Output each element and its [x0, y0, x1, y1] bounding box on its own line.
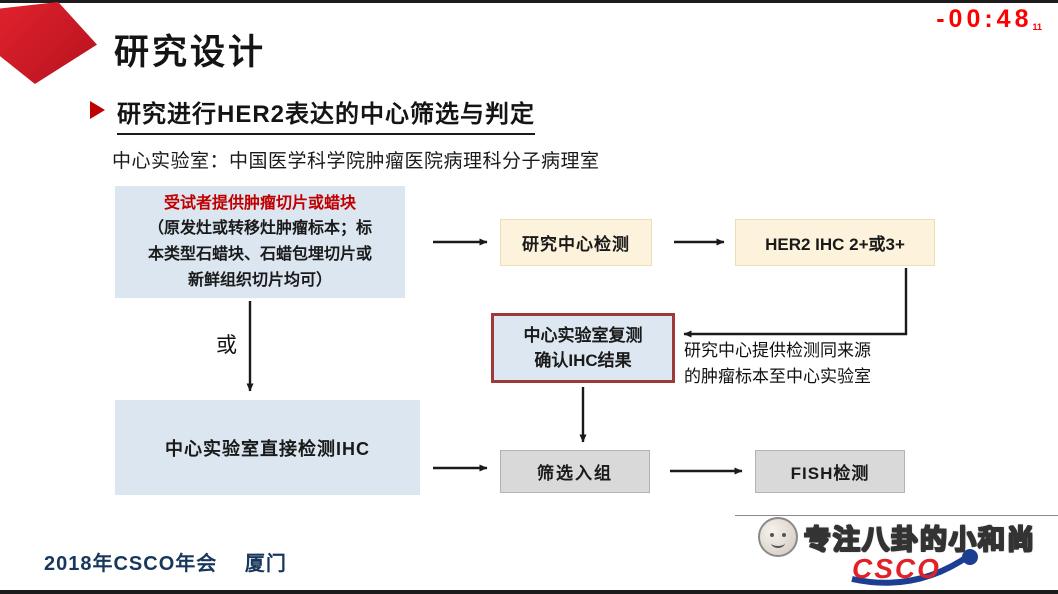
countdown-timer: -00:48 11 [936, 5, 1042, 34]
sample-source-note: 研究中心提供检测同来源 的肿瘤标本至中心实验室 [684, 338, 871, 391]
timer-value: -00:48 [936, 5, 1033, 33]
specimen-line2: （原发灶或转移灶肿瘤标本；标 [147, 220, 372, 238]
note-line2: 的肿瘤标本至中心实验室 [684, 367, 871, 387]
specimen-box: 受试者提供肿瘤切片或蜡块 （原发灶或转移灶肿瘤标本；标 本类型石蜡块、石蜡包埋切… [115, 186, 405, 298]
specimen-line1: 受试者提供肿瘤切片或蜡块 [163, 194, 356, 212]
fish-test-box: FISH检测 [755, 450, 905, 493]
logo-globe-icon [962, 549, 978, 565]
note-line1: 研究中心提供检测同来源 [684, 341, 871, 360]
retest-line1: 中心实验室复测 [523, 325, 643, 345]
footer-divider-line [735, 515, 1058, 516]
top-border [0, 0, 1058, 3]
slide-title: 研究设计 [114, 33, 267, 72]
section-heading-text: 研究进行HER2表达的中心筛选与判定 [117, 94, 536, 135]
retest-line2: 确认IHC结果 [534, 351, 632, 370]
her2-result-box: HER2 IHC 2+或3+ [735, 219, 935, 266]
bottom-border [0, 590, 1058, 594]
corner-accent-shape [0, 2, 97, 84]
section-heading: 研究进行HER2表达的中心筛选与判定 [90, 94, 536, 135]
watermark: 专注八卦的小和尚 [758, 517, 1036, 557]
logo-swoosh [851, 552, 972, 586]
screening-enrollment-box: 筛选入组 [500, 450, 650, 493]
direct-ihc-test-box: 中心实验室直接检测IHC [115, 400, 420, 495]
logo-text: CSCO [852, 553, 941, 584]
watermark-avatar-icon [758, 517, 798, 557]
or-label: 或 [216, 334, 237, 357]
timer-subscript: 11 [1032, 22, 1042, 32]
specimen-line4: 新鲜组织切片均可） [187, 271, 332, 289]
csco-logo: CSCO [850, 548, 990, 594]
red-arrow-bullet-icon [90, 101, 105, 119]
specimen-line3: 本类型石蜡块、石蜡包埋切片或 [147, 246, 372, 263]
arrow-her2-to-retest [683, 268, 908, 338]
watermark-text: 专注八卦的小和尚 [803, 524, 1036, 556]
center-test-box: 研究中心检测 [500, 219, 652, 266]
central-lab-retest-box: 中心实验室复测 确认IHC结果 [491, 313, 675, 383]
footer-event-text: 2018年CSCO年会 厦门 [44, 553, 287, 575]
central-lab-text: 中心实验室：中国医学科学院肿瘤医院病理科分子病理室 [112, 151, 600, 172]
